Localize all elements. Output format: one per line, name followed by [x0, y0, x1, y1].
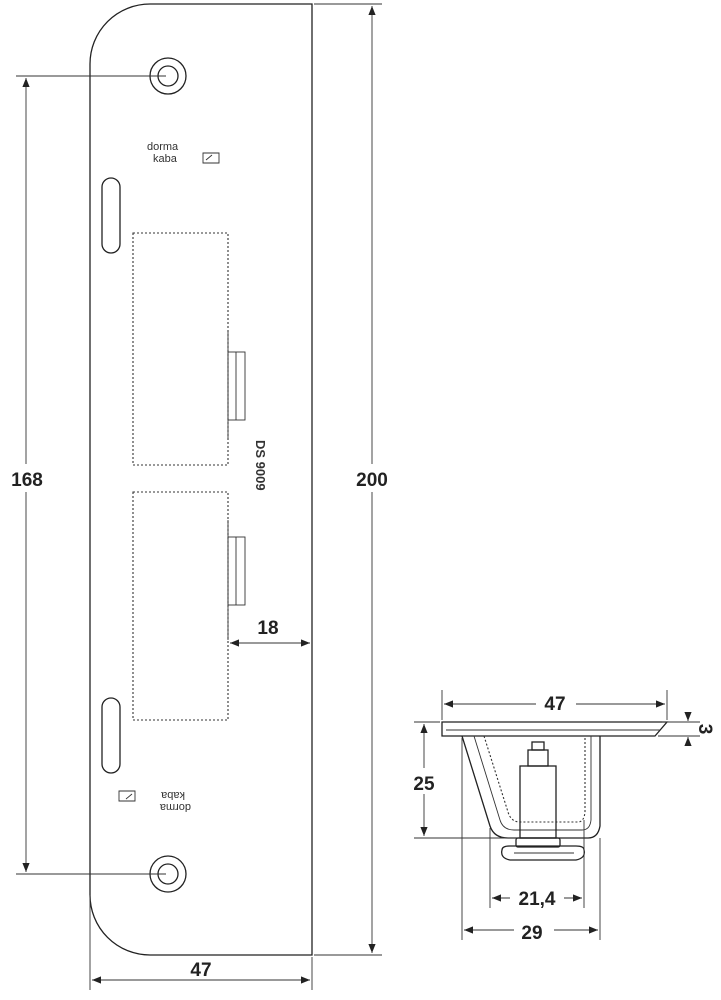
- dimension-3-label: 3: [694, 724, 715, 735]
- dimension-21-4-label: 21,4: [519, 889, 556, 910]
- dimension-25: 25: [406, 721, 520, 839]
- dimension-200-label: 200: [356, 470, 388, 491]
- dimension-18-label: 18: [257, 618, 278, 639]
- plate-outline: [89, 3, 313, 956]
- dimension-47-front-label: 47: [190, 960, 211, 981]
- top-slot: [101, 177, 121, 254]
- strike-box-section-view: [441, 721, 669, 861]
- brand-logo-top-line2: kaba: [153, 153, 178, 165]
- dimension-3: 3: [658, 712, 715, 746]
- brand-logo-bottom-line1: dorma: [159, 801, 191, 813]
- brand-logo-bottom-line2: kaba: [160, 789, 185, 801]
- dimension-168-label: 168: [11, 470, 43, 491]
- strike-plate-front-view: dorma kaba dorma kaba DS 9009: [89, 3, 313, 956]
- brand-logo-top-line1: dorma: [147, 141, 179, 153]
- dimension-200: 200: [314, 3, 394, 956]
- bottom-slot: [101, 697, 121, 774]
- model-engraving: DS 9009: [253, 440, 268, 491]
- dimension-21-4: 21,4: [489, 820, 585, 910]
- dimension-47-section: 47: [441, 687, 668, 720]
- dimension-18: 18: [230, 618, 310, 647]
- upper-latch-opening: [132, 232, 246, 466]
- dimension-47-section-label: 47: [544, 694, 565, 715]
- dimension-25-label: 25: [413, 774, 435, 795]
- dimension-47-front: 47: [89, 895, 313, 990]
- dimension-29: 29: [461, 738, 601, 944]
- section-plate: [441, 721, 669, 737]
- brand-logo-top: dorma kaba: [147, 141, 220, 165]
- lower-latch-opening: [132, 491, 246, 721]
- section-latch-bolt: [501, 741, 585, 861]
- dimension-168: 168: [4, 75, 166, 875]
- brand-logo-bottom: dorma kaba: [118, 789, 191, 813]
- section-box-outer: [461, 735, 601, 839]
- dimension-29-label: 29: [521, 923, 542, 944]
